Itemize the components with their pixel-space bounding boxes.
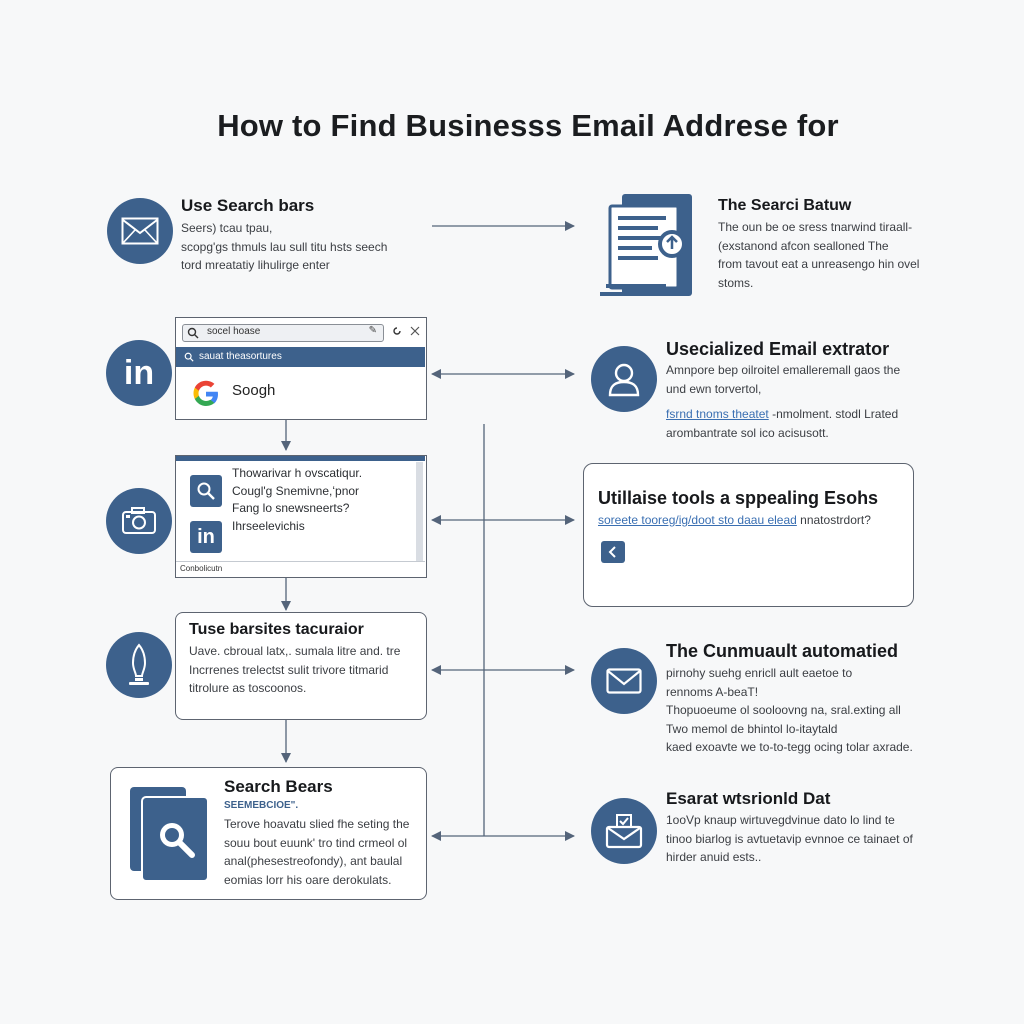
step4-card — [175, 612, 427, 720]
r4-heading: The Cunmuault automatied — [666, 641, 899, 661]
browser-window: socel hoase ✎ sauat theasortures Soogh — [175, 317, 427, 420]
step5-heading: Search Bears — [224, 777, 333, 796]
step4-text: Uave. cbroual latx,. sumala litre and. t… — [189, 644, 401, 695]
app-window: in Thowarivar h ovscatiqur. Cougl'g Snem… — [175, 455, 427, 578]
window-footer: Conbolicutn — [180, 564, 223, 573]
linkedin-icon[interactable]: in — [190, 521, 222, 553]
r1-heading: The Searci Batuw — [718, 197, 852, 214]
search-result-text[interactable]: Soogh — [232, 382, 276, 399]
page-title: How to Find Businesss Email Addrese for — [217, 108, 839, 143]
search-input[interactable]: socel hoase ✎ — [182, 324, 384, 342]
mail-notify-icon — [591, 798, 657, 864]
step5-subheading: SEEMEBCIOE". — [224, 800, 299, 811]
r3-text: soreete tooreg/ig/doot sto daau elead nn… — [598, 513, 871, 527]
r5-heading: Esarat wtsrionld Dat — [666, 789, 831, 808]
r2-text: Amnpore bep oilroitel emalleremall gaos … — [666, 363, 901, 440]
envelope-icon — [107, 198, 173, 264]
google-logo-icon — [190, 378, 222, 415]
r2-heading: Usecialized Email extrator — [666, 339, 890, 359]
lightbulb-icon — [106, 632, 172, 698]
scrollbar[interactable] — [416, 462, 423, 562]
document-search-icon — [598, 192, 696, 305]
envelope-icon — [591, 648, 657, 714]
r5-text: 1ooVp knaup wirtuvegdvinue dato lo lind … — [666, 813, 913, 864]
step4-heading: Tuse barsites tacuraior — [189, 621, 364, 638]
search-go-icon[interactable]: ✎ — [368, 325, 377, 336]
window-titlebar — [176, 456, 425, 461]
r2-link[interactable]: fsrnd tnoms theatet — [666, 407, 769, 421]
r3-card — [583, 463, 914, 607]
search-dropdown[interactable]: sauat theasortures — [176, 347, 425, 367]
search-document-icon — [128, 785, 212, 888]
search-icon — [187, 327, 199, 339]
r1-text: The oun be oe sress tnarwind tiraall- (e… — [718, 220, 920, 290]
step3-text: Thowarivar h ovscatiqur. Cougl'g Snemivn… — [232, 466, 363, 533]
search-icon — [184, 352, 194, 362]
r4-text: pirnohy suehg enricll ault eaetoe to ren… — [666, 666, 913, 754]
r3-heading: Utillaise tools a sppealing Esohs — [598, 488, 879, 508]
chevron-left-icon[interactable] — [601, 541, 625, 563]
step5-text: Terove hoavatu slied fhe seting the souu… — [224, 817, 410, 887]
r3-link[interactable]: soreete tooreg/ig/doot sto daau elead — [598, 513, 797, 527]
search-icon[interactable] — [190, 475, 222, 507]
user-icon — [591, 346, 657, 412]
step1-text: Seers) tcau tpau, scopg'gs thmuls lau su… — [181, 221, 388, 272]
camera-icon — [106, 488, 172, 554]
step1-heading: Use Search bars — [181, 196, 315, 215]
linkedin-icon: in — [106, 340, 172, 406]
close-icon[interactable] — [410, 326, 420, 336]
refresh-icon[interactable] — [392, 326, 402, 336]
